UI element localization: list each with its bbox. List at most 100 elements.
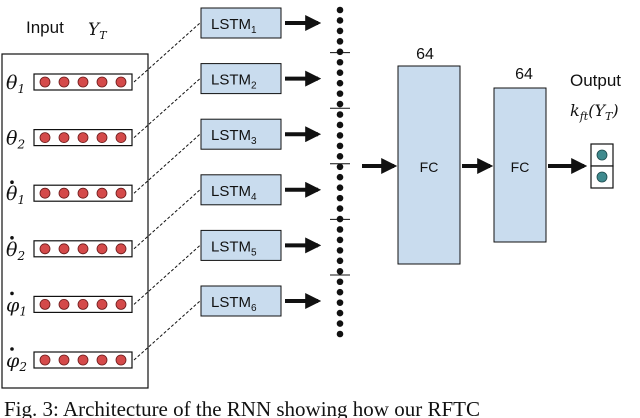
input-row-sub: 2 <box>18 360 27 374</box>
fc-label-1: FC <box>420 159 439 175</box>
input-row-sub: 2 <box>16 138 25 152</box>
lstm-name: LSTM <box>211 183 251 200</box>
input-feature-dot <box>115 298 127 310</box>
lstm-index: 2 <box>251 81 257 92</box>
output-title: Output <box>570 71 621 90</box>
input-feature-dot <box>58 76 70 88</box>
hidden-state-dot <box>336 132 344 139</box>
input-row: θ1 <box>6 72 133 96</box>
input-lstm-link <box>133 78 201 138</box>
input-feature-dot <box>96 76 108 88</box>
input-symbol: YT <box>88 20 108 42</box>
input-feature-dot <box>115 76 127 88</box>
hidden-state-dot <box>336 247 344 254</box>
input-row-sub: 2 <box>16 249 25 263</box>
hidden-state-dot <box>336 288 344 296</box>
lstm-name: LSTM <box>211 238 251 255</box>
input-title: Input <box>26 18 64 37</box>
fc-box-1 <box>397 65 461 265</box>
input-feature-dot <box>77 76 89 88</box>
input-feature-dot <box>58 187 70 199</box>
time-derivative-dot <box>10 347 14 351</box>
input-feature-dot <box>58 354 70 366</box>
input-row-base: φ <box>6 294 20 316</box>
lstm-label: LSTM1 <box>211 16 257 36</box>
lstm-label: LSTM3 <box>211 127 257 147</box>
hidden-state-dot <box>336 278 344 286</box>
input-lstm-link <box>133 245 201 305</box>
lstm-index: 6 <box>251 303 257 314</box>
input-symbol-sub: T <box>99 29 108 42</box>
input-lstm-link <box>133 189 201 250</box>
hidden-state-dot <box>336 184 344 191</box>
input-row-base: θ <box>6 72 18 94</box>
hidden-state-dot <box>336 79 344 87</box>
input-row-symbol: θ2 <box>6 239 25 263</box>
input-row: θ2 <box>6 128 133 152</box>
hidden-state-dot <box>336 267 344 275</box>
input-feature-dot <box>58 243 70 255</box>
input-row: θ2 <box>6 236 133 263</box>
fc-layer-1: FC 64 <box>397 46 461 265</box>
input-to-lstm-links <box>133 22 201 361</box>
output-vector <box>590 143 614 189</box>
input-feature-dot <box>77 243 89 255</box>
input-feature-dot <box>77 132 89 144</box>
lstm-index: 3 <box>251 136 257 147</box>
input-row-symbol: φ2 <box>6 350 27 374</box>
lstm-name: LSTM <box>211 294 251 311</box>
time-derivative-dot <box>10 236 14 240</box>
input-feature-dot <box>39 132 51 144</box>
hidden-state-dot <box>336 100 344 108</box>
output-func-sub: ft <box>579 110 589 123</box>
lstm-label: LSTM4 <box>211 183 257 203</box>
lstm-index: 4 <box>251 192 257 203</box>
input-feature-dot <box>96 298 108 310</box>
input-panel-frame <box>1 53 149 389</box>
input-feature-dot <box>77 298 89 310</box>
lstm-box <box>200 174 282 206</box>
lstm-unit: LSTM4 <box>200 174 322 206</box>
input-feature-dot <box>96 187 108 199</box>
lstm-label: LSTM5 <box>211 238 257 258</box>
fc-layer-2: FC 64 <box>493 66 547 243</box>
fc-label-2: FC <box>511 159 530 175</box>
input-feature-dot <box>96 354 108 366</box>
time-derivative-dot <box>10 180 14 184</box>
input-feature-dot <box>39 354 51 366</box>
fc-box-2 <box>493 87 547 243</box>
hidden-state-dot <box>336 299 344 306</box>
output-arg-sub: T <box>605 110 614 123</box>
lstm-unit: LSTM1 <box>200 7 322 39</box>
input-feature-dot <box>115 187 127 199</box>
hidden-state-dot <box>336 38 344 45</box>
output-panel: Output kft(YT) <box>570 71 621 189</box>
time-derivative-dot <box>10 291 14 296</box>
input-symbol-main: Y <box>88 20 101 40</box>
lstm-name: LSTM <box>211 72 251 89</box>
input-feature-dot <box>39 243 51 255</box>
lstm-box <box>200 229 282 261</box>
input-feature-dot <box>39 187 51 199</box>
input-row-base: θ <box>6 239 18 261</box>
input-feature-dot <box>115 243 127 255</box>
hidden-state-dot <box>336 236 344 244</box>
lstm-label: LSTM2 <box>211 72 257 92</box>
hidden-state-dot <box>336 69 344 77</box>
lstm-output-column <box>330 6 350 338</box>
hidden-state-dot <box>336 205 344 212</box>
lstm-index: 1 <box>251 25 257 36</box>
input-row-base: θ <box>6 183 18 205</box>
hidden-state-dot <box>336 17 344 24</box>
input-lstm-link <box>133 22 201 83</box>
input-row-sub: 1 <box>17 82 25 96</box>
lstm-unit: LSTM2 <box>200 63 322 95</box>
input-row-symbol: θ1 <box>6 72 25 96</box>
output-func: k <box>570 101 580 120</box>
hidden-state-dot <box>336 142 344 150</box>
lstm-box <box>200 63 282 95</box>
lstm-unit: LSTM5 <box>200 229 322 261</box>
input-row-sub: 1 <box>19 304 27 318</box>
